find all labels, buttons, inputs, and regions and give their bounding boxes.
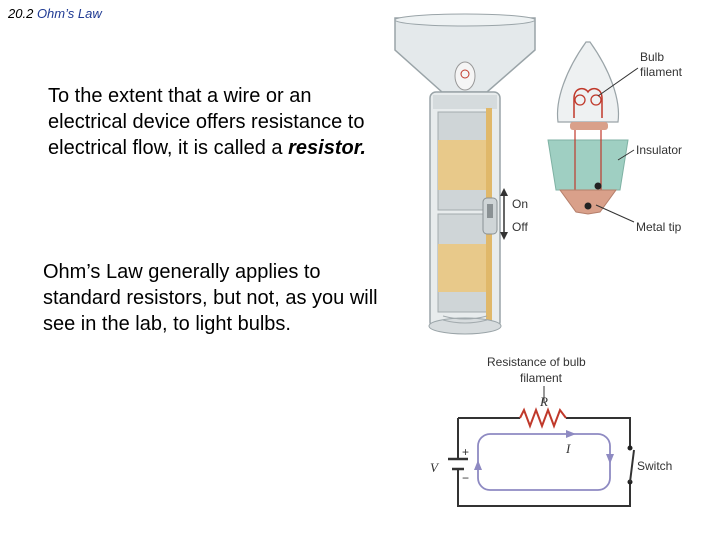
flashlight-illustration: On Off bbox=[395, 14, 535, 334]
switch-label: Switch bbox=[637, 459, 672, 473]
resistor-symbol-label: R bbox=[539, 394, 548, 409]
filament-support bbox=[570, 122, 608, 130]
switch-lever bbox=[630, 450, 634, 482]
bulb-detail-illustration: Bulb filament Insulator Metal tip bbox=[548, 42, 683, 234]
bulb-glass bbox=[558, 42, 619, 122]
bulb-filament-label-line2: filament bbox=[640, 65, 683, 79]
battery-bottom-band bbox=[438, 244, 488, 292]
bulb-insulator bbox=[548, 140, 628, 190]
battery-minus: − bbox=[462, 471, 469, 485]
switch-slider bbox=[487, 204, 493, 218]
voltage-label: V bbox=[430, 460, 440, 475]
off-label: Off bbox=[512, 220, 528, 234]
bulb-filament-label-line1: Bulb bbox=[640, 50, 664, 64]
flashlight-collar bbox=[433, 95, 497, 109]
circuit-diagram: Resistance of bulb filament R Switch V +… bbox=[430, 355, 672, 506]
on-label: On bbox=[512, 197, 528, 211]
insulator-label: Insulator bbox=[636, 143, 682, 157]
contact-dot-upper bbox=[595, 183, 602, 190]
current-arrow-left bbox=[474, 460, 482, 470]
leader-metal-tip bbox=[596, 205, 634, 222]
current-loop bbox=[478, 434, 610, 490]
battery-top-band bbox=[438, 140, 488, 190]
metal-tip-label: Metal tip bbox=[636, 220, 682, 234]
current-label: I bbox=[565, 441, 571, 456]
switch-contact-top bbox=[628, 446, 633, 451]
current-arrow-right bbox=[606, 454, 614, 464]
circuit-wire-loop bbox=[458, 418, 630, 506]
flashlight-base bbox=[429, 318, 501, 334]
contact-dot-lower bbox=[585, 203, 592, 210]
resistance-label-line1: Resistance of bulb bbox=[487, 355, 586, 369]
current-arrow-top bbox=[566, 430, 576, 438]
flashlight-bulb bbox=[455, 62, 475, 90]
battery-plus: + bbox=[462, 445, 469, 459]
resistor-zigzag bbox=[520, 410, 566, 426]
resistance-label-line2: filament bbox=[520, 371, 563, 385]
flashlight-lens bbox=[395, 14, 535, 26]
